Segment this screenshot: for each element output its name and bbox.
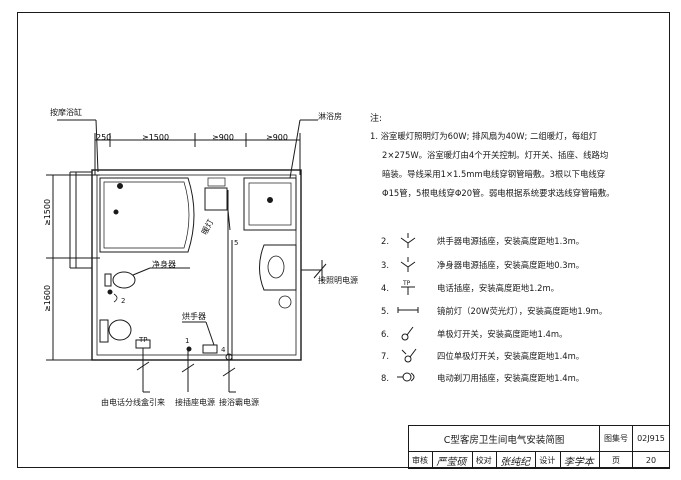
- door-switch: [225, 353, 233, 361]
- hand-dryer-symbol: [202, 344, 218, 354]
- phone-socket-icon: TP: [401, 280, 415, 295]
- legend-text: 净身器电源插座，安装高度距地0.3m。: [437, 260, 585, 270]
- label-socket-source: 接插座电源: [175, 398, 215, 407]
- design-label: 设计: [535, 451, 561, 469]
- notes-heading: 注:: [370, 114, 383, 124]
- note-1-line-2: 2×275W。浴室暖灯由4个开关控制。灯开关、插座、线路均: [382, 150, 609, 160]
- legend-text: 电话插座，安装高度距地1.2m。: [437, 283, 559, 293]
- drawing-title: C型客房卫生间电气安装简图: [407, 425, 601, 452]
- shower-room-outline: [243, 177, 297, 231]
- label-shower-room: 淋浴房: [318, 112, 342, 121]
- atlas-number: 02J915: [631, 425, 671, 452]
- label-hand-dryer: 烘手器: [182, 312, 206, 321]
- legend-text: 四位单极灯开关，安装高度距地1.4m。: [437, 351, 585, 361]
- legend-text: 单极灯开关，安装高度距地1.4m。: [437, 329, 568, 339]
- check-label: 校对: [471, 451, 498, 469]
- design-signature: 李学本: [559, 451, 601, 469]
- note-1-line-1: 1. 浴室暖灯照明灯为60W; 排风扇为40W; 二组暖灯，每组灯: [370, 131, 597, 141]
- review-signature: 严莹硕: [432, 451, 473, 469]
- note-1-line-3: 暗装。导线采用1×1.5mm电线穿钢管暗敷。3根以下电线穿: [382, 169, 606, 179]
- basin-outline: [259, 244, 297, 291]
- legend-num: 5.: [381, 306, 389, 316]
- legend-num: 6.: [381, 329, 389, 339]
- dim-250: 250: [96, 133, 111, 142]
- outer-wall: [91, 169, 302, 361]
- legend-num: 2.: [381, 236, 389, 246]
- atlas-label: 图集号: [599, 425, 633, 452]
- legend-num: 8.: [381, 373, 389, 383]
- drawing-sheet: [17, 12, 670, 468]
- hand-dryer-socket-icon: [400, 233, 416, 248]
- label-num-1: 1: [185, 337, 190, 345]
- label-massage-tub: 按摩浴缸: [50, 108, 82, 117]
- label-num-4: 4: [221, 346, 226, 354]
- label-num-2: 2: [121, 297, 126, 305]
- heater-lamp-box: [204, 187, 228, 211]
- note-1-line-4: Φ15管，5根电线穿Φ20管。弱电根据系统要求选线穿管暗敷。: [382, 188, 615, 198]
- svg-text:TP: TP: [402, 280, 411, 287]
- label-phone-source: 由电话分线盒引来: [101, 398, 165, 407]
- label-heater-source: 接浴霸电源: [219, 398, 259, 407]
- single-switch-icon: [401, 326, 414, 341]
- legend-text: 电动剃刀用插座，安装高度距地1.4m。: [437, 373, 585, 383]
- bidet-socket-icon: [400, 257, 416, 272]
- page-label: 页: [599, 451, 633, 469]
- legend-text: 烘手器电源插座，安装高度距地1.3m。: [437, 236, 585, 246]
- label-tp: TP: [139, 336, 148, 344]
- title-block: C型客房卫生间电气安装简图 图集号 02J915 审核 严莹硕 校对 张纯纪 设…: [407, 425, 671, 469]
- label-bidet: 净身器: [152, 260, 176, 269]
- four-switch-icon: [401, 348, 417, 363]
- notes-block: 注: 1. 浴室暖灯照明灯为60W; 排风扇为40W; 二组暖灯，每组灯 2×2…: [370, 110, 660, 203]
- dim-1600-vertical: ≥1600: [43, 285, 52, 312]
- legend-text: 镜前灯（20W荧光灯），安装高度距地1.9m。: [437, 306, 608, 316]
- review-label: 审核: [407, 451, 434, 469]
- label-lighting-source: 接照明电源: [318, 276, 358, 285]
- razor-socket-icon: [397, 372, 415, 382]
- dim-900-b: ≥900: [266, 133, 288, 142]
- legend-num: 4.: [381, 283, 389, 293]
- bidet-outline: [112, 271, 136, 289]
- page-number: 20: [631, 451, 671, 469]
- legend-num: 7.: [381, 351, 389, 361]
- check-signature: 张纯纪: [496, 451, 537, 469]
- toilet-outline: [108, 319, 132, 341]
- dim-1500-vertical: ≥1500: [43, 199, 52, 226]
- label-num-5: 5: [234, 239, 239, 247]
- legend-num: 3.: [381, 260, 389, 270]
- bathtub-outline: [99, 177, 195, 253]
- dim-1500: ≥1500: [142, 133, 169, 142]
- dim-900-a: ≥900: [212, 133, 234, 142]
- mirror-lamp-icon: [397, 307, 419, 313]
